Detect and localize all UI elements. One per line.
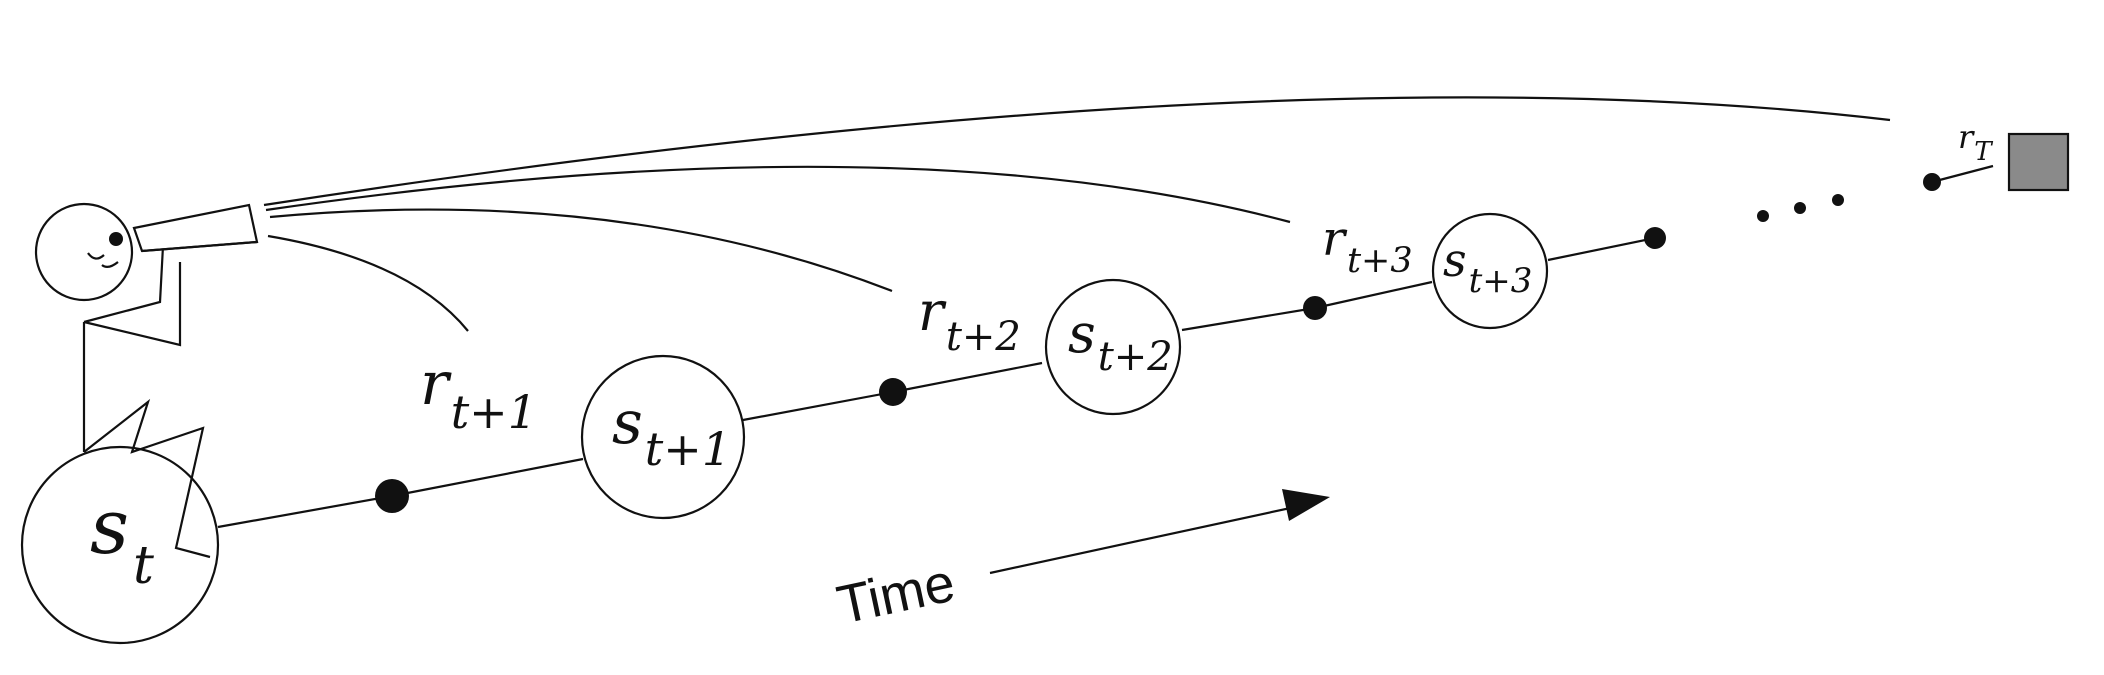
state-node-t-plus-2 [1044,278,1182,416]
observer-figure [34,202,211,559]
trajectory-line [217,164,1994,529]
look-ahead-arcs [263,96,1891,332]
reward-label-terminal: rT [1958,118,1993,167]
reward-label-t-plus-3: rt+3 [1322,211,1413,281]
ellipsis-text: . . . [0,0,2,1]
state-node-t-plus-1 [580,354,746,520]
telescope-icon [109,203,259,253]
state-node-t-plus-3 [1431,212,1549,330]
reward-dot-2 [879,378,907,406]
reward-label-t-plus-1: rt+1 [420,349,537,439]
time-label: Time [832,553,960,636]
reward-dot-4 [1644,227,1666,249]
time-arrow [989,489,1330,575]
state-label-t-plus-2: st+2 [1068,302,1173,380]
state-node-t [20,445,220,645]
state-label-t-plus-3: st+3 [1443,233,1532,301]
state-label-t: st [90,482,154,596]
reward-dot-3 [1303,296,1327,320]
ellipsis-dots [1757,194,1844,222]
terminal-state [2007,132,2070,192]
reward-dot-1 [375,479,409,513]
state-label-t-plus-1: st+1 [612,388,731,476]
reward-label-t-plus-2: rt+2 [918,280,1021,360]
reward-dot-final [1923,173,1941,191]
